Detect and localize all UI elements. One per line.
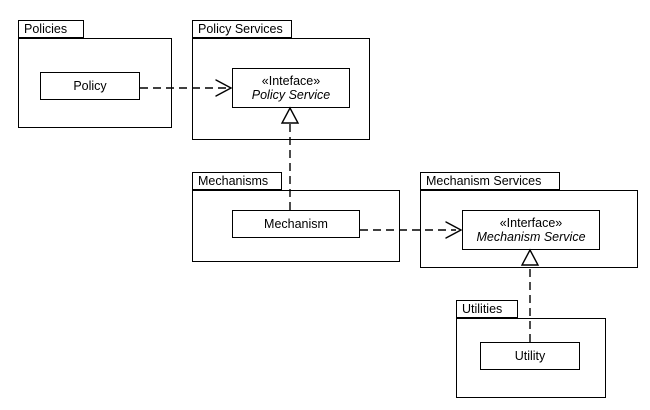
- class-node-utility[interactable]: Utility: [480, 342, 580, 370]
- interface-node-mechanism-service[interactable]: «Interface» Mechanism Service: [462, 210, 600, 250]
- interface-node-mechanism-service-label: Mechanism Service: [476, 230, 586, 244]
- package-policies-label: Policies: [24, 21, 68, 36]
- class-node-mechanism-label: Mechanism: [264, 216, 328, 231]
- package-mechanisms-label: Mechanisms: [198, 173, 269, 188]
- package-policies-tab: Policies: [18, 20, 84, 38]
- package-mechanism-services-tab: Mechanism Services: [420, 172, 560, 190]
- interface-node-policy-service-label: Policy Service: [251, 88, 331, 102]
- package-utilities-label: Utilities: [462, 301, 503, 316]
- edge-utility-realizes-mechanism-service[interactable]: [520, 248, 540, 342]
- open-arrowhead-icon: [215, 79, 233, 97]
- package-policy-services-tab: Policy Services: [192, 20, 292, 38]
- interface-node-mechanism-service-stereotype: «Interface»: [499, 215, 563, 230]
- package-utilities-tab: Utilities: [456, 300, 518, 318]
- interface-node-policy-service-stereotype: «Inteface»: [261, 73, 321, 88]
- hollow-triangle-icon: [280, 106, 300, 124]
- package-policy-services-label: Policy Services: [198, 21, 283, 36]
- hollow-triangle-icon: [520, 248, 540, 266]
- class-node-utility-label: Utility: [514, 348, 546, 363]
- package-mechanism-services-label: Mechanism Services: [426, 173, 542, 188]
- open-arrowhead-icon: [445, 221, 463, 239]
- edge-policy-to-policy-service[interactable]: [140, 79, 233, 97]
- class-node-policy[interactable]: Policy: [40, 72, 140, 100]
- interface-node-policy-service[interactable]: «Inteface» Policy Service: [232, 68, 350, 108]
- package-mechanisms-tab: Mechanisms: [192, 172, 282, 190]
- class-node-policy-label: Policy: [73, 78, 107, 93]
- class-node-mechanism[interactable]: Mechanism: [232, 210, 360, 238]
- edge-mechanism-realizes-policy-service[interactable]: [280, 106, 300, 210]
- edge-mechanism-to-mechanism-service[interactable]: [360, 221, 463, 239]
